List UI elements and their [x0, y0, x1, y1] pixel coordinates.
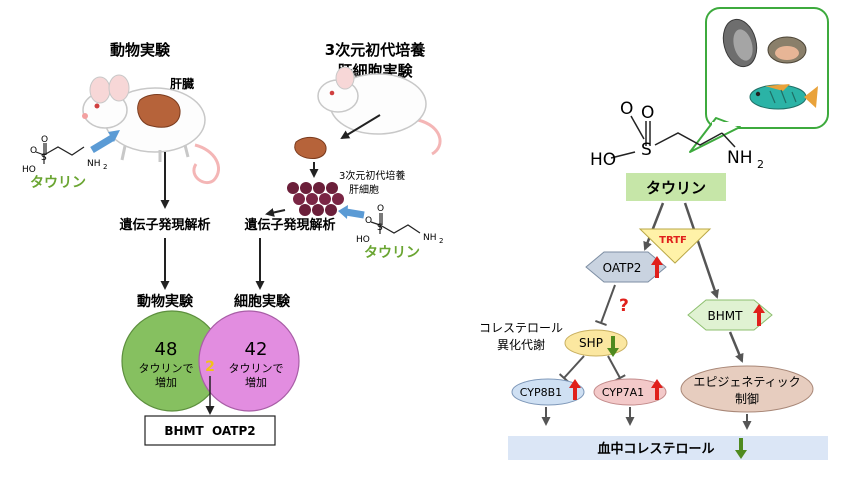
blood-cholesterol-label: 血中コレステロール: [597, 441, 714, 457]
cyp7a1-node: [593, 378, 667, 406]
extracted-liver: [294, 136, 327, 159]
taurine-structure-cell: O O S HO NH 2: [356, 204, 443, 245]
taurine-box: [626, 173, 726, 201]
animal-experiment-title: 動物実験: [110, 41, 171, 59]
svg-text:2: 2: [757, 158, 764, 171]
taurine-box-label: タウリン: [646, 179, 706, 197]
svg-text:O: O: [620, 99, 633, 119]
bhmt-label: BHMT: [708, 309, 744, 323]
svg-text:S: S: [41, 153, 47, 163]
svg-text:2: 2: [439, 237, 443, 245]
cholesterol-metabolism-line1: コレステロール: [479, 321, 563, 335]
venn-overlap-count: 2: [205, 359, 215, 375]
svg-text:O: O: [641, 103, 654, 123]
hepatocyte-spheroids: [287, 182, 344, 216]
svg-text:O: O: [30, 146, 37, 156]
right-panel: HO S O O NH 2 タウリン TRTF OATP2 BHMT ? コレス…: [479, 7, 829, 460]
shp-down-arrow: [607, 336, 619, 357]
mouse-illustration-animal: [82, 74, 220, 185]
gene-analysis-animal: 遺伝子発現解析: [118, 217, 210, 233]
svg-text:HO: HO: [22, 165, 36, 175]
svg-text:HO: HO: [356, 235, 370, 245]
cyp8b1-label: CYP8B1: [520, 386, 562, 399]
svg-text:O: O: [41, 135, 48, 145]
blood-cholesterol-down-arrow: [735, 438, 747, 459]
taurine-injection-arrowhead-animal: [108, 130, 120, 142]
taurine-label-cell: タウリン: [364, 245, 420, 261]
venn-label-cell: 細胞実験: [234, 293, 291, 310]
blood-cholesterol-bar: [508, 436, 828, 460]
question-mark: ?: [619, 296, 629, 316]
mouse-illustration-cell: [317, 66, 442, 156]
cholesterol-metabolism-line2: 異化代謝: [497, 337, 545, 352]
cell-experiment-title-line1: 3次元初代培養: [325, 41, 426, 59]
venn-cell-count: 42: [245, 339, 268, 360]
arrow-taurine-to-oatp2: [643, 202, 665, 251]
oatp2-up-arrow: [651, 256, 663, 278]
epigenetic-node: [680, 365, 814, 413]
fish-icon: [749, 84, 818, 110]
taurine-structure-large: HO S O O NH 2: [590, 99, 764, 171]
inhibit-oatp2-to-shp: [595, 284, 616, 327]
epigenetic-label-line1: エピジェネティック: [693, 375, 800, 389]
venn-animal-text1: タウリンで: [139, 362, 194, 375]
arrow-cells-to-analysis: [265, 208, 286, 217]
inhibit-shp-to-cyp7a1: [607, 355, 626, 382]
taurine-structure-animal: O O S HO NH 2: [22, 135, 107, 175]
venn-animal-count: 48: [155, 339, 178, 360]
svg-text:NH: NH: [423, 233, 437, 243]
taurine-treatment-arrow-cell: [345, 208, 365, 219]
venn-cell-text2: 増加: [245, 376, 267, 389]
cyp7a1-label: CYP7A1: [602, 386, 644, 399]
svg-text:S: S: [377, 223, 383, 233]
gene-analysis-cell: 遺伝子発現解析: [243, 217, 335, 233]
svg-text:2: 2: [103, 163, 107, 171]
taurine-label-animal: タウリン: [30, 175, 86, 191]
food-bubble: [689, 7, 829, 153]
arrow-bhmt-to-epigenetic: [728, 331, 744, 363]
arrow-taurine-to-bhmt: [683, 202, 720, 299]
cyp8b1-node: [511, 378, 585, 406]
hepatocyte-label-line2: 肝細胞: [349, 183, 379, 196]
result-genes: BHMT OATP2: [164, 424, 255, 438]
result-box: [144, 415, 276, 446]
cyp7a1-up-arrow: [651, 379, 663, 400]
trtf-label: TRTF: [659, 235, 687, 246]
shp-label: SHP: [579, 336, 603, 350]
venn-animal-text2: 増加: [155, 376, 177, 389]
liver-label: 肝臓: [170, 76, 194, 91]
liver-extraction-arrow: [340, 114, 381, 140]
taurine-treatment-arrowhead-cell: [338, 205, 348, 219]
inhibit-shp-to-cyp8b1: [558, 355, 585, 383]
trtf-triangle: [638, 228, 712, 264]
svg-text:HO: HO: [590, 150, 616, 170]
taurine-injection-arrow-animal: [90, 134, 114, 154]
svg-text:S: S: [641, 140, 652, 160]
venn-label-animal: 動物実験: [137, 293, 194, 310]
svg-text:NH: NH: [87, 159, 101, 169]
svg-text:O: O: [365, 216, 372, 226]
cyp8b1-up-arrow: [569, 379, 581, 400]
venn-cell-text1: タウリンで: [229, 362, 284, 375]
left-panel: 動物実験 3次元初代培養 肝細胞実験 肝臓 O O S H: [22, 41, 443, 446]
bhmt-up-arrow: [753, 304, 765, 326]
oatp2-node: [585, 251, 667, 283]
hepatocyte-label-line1: 3次元初代培養: [339, 169, 405, 182]
oatp2-label: OATP2: [603, 261, 642, 275]
bhmt-node: [687, 299, 773, 331]
svg-text:O: O: [377, 204, 384, 214]
epigenetic-label-line2: 制御: [735, 391, 759, 406]
venn-circle-cell: [198, 310, 300, 412]
svg-text:NH: NH: [727, 148, 753, 168]
